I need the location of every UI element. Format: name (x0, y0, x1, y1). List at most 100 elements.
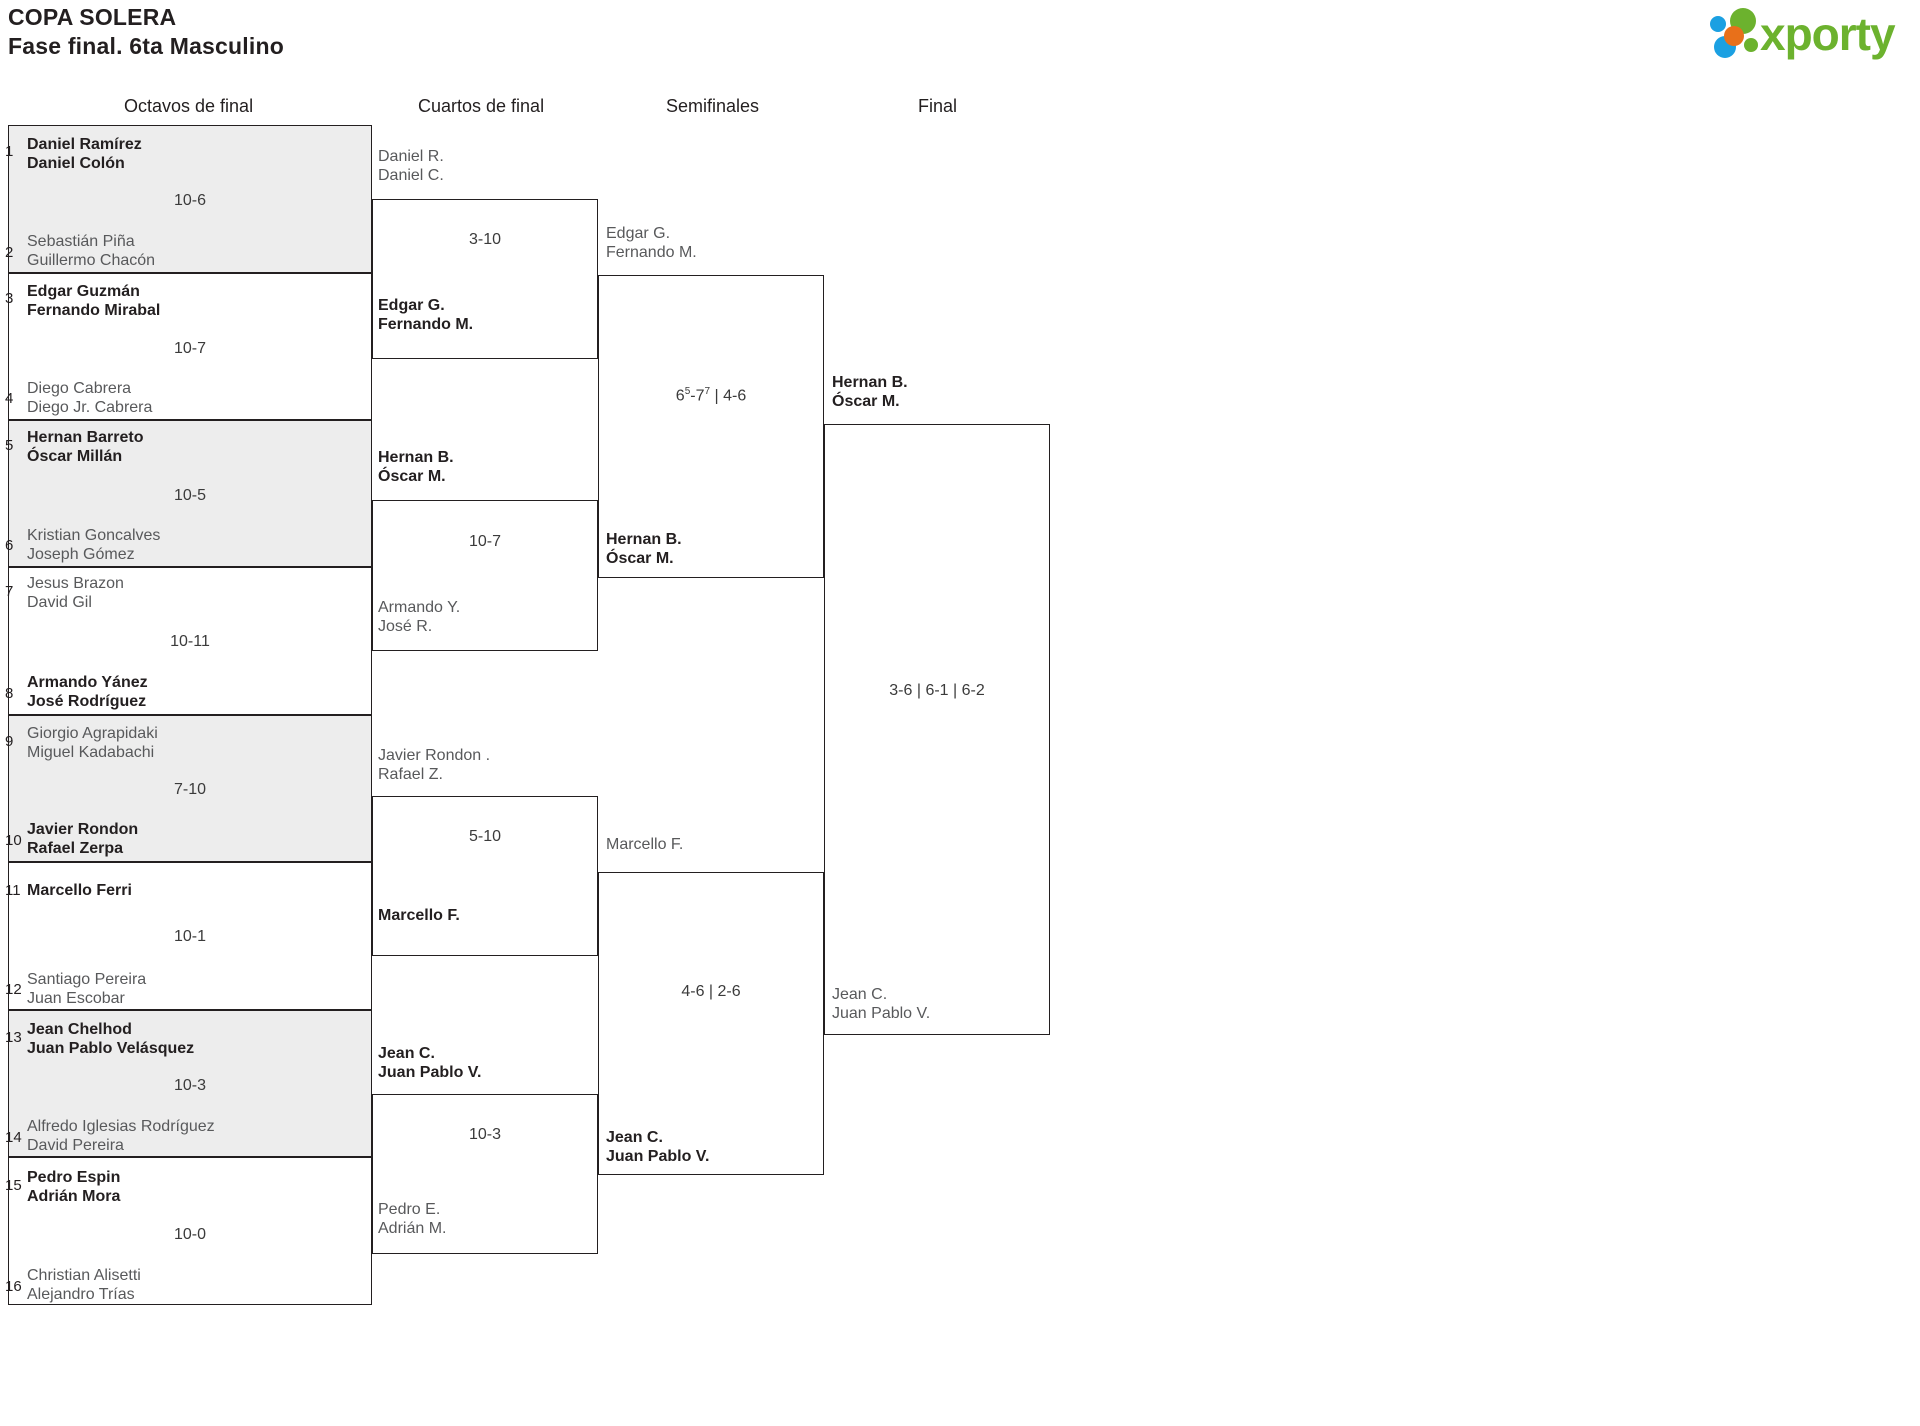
r1-m7-bot-p1: Alfredo Iglesias Rodríguez (27, 1118, 215, 1135)
r1-m2-bot-p2: Diego Jr. Cabrera (27, 399, 153, 416)
round-header-semifinales: Semifinales (666, 96, 760, 116)
r2-m3-bot-p1: Marcello F. (378, 907, 460, 924)
r2-m2-bot-p2: José R. (378, 618, 433, 635)
r1-match-8-box[interactable] (8, 1157, 372, 1305)
r1-seed-4: 4 (5, 390, 14, 407)
logo-wordmark: xporty (1760, 8, 1896, 60)
r3-m1-top-p1: Edgar G. (606, 225, 671, 242)
r1-seed-10: 10 (5, 832, 22, 849)
r1-match-6-box[interactable] (8, 862, 372, 1010)
logo-dot-blue-small (1710, 16, 1726, 32)
r1-match-4-box[interactable] (8, 567, 372, 715)
r2-m2-top-p2: Óscar M. (378, 468, 446, 485)
round-header-final: Final (918, 96, 958, 116)
r3-m1-score-tb2: 7 (704, 386, 711, 397)
round-header-octavos: Octavos de final (124, 96, 254, 116)
r1-m5-top-p2: Miguel Kadabachi (27, 744, 155, 761)
r1-m8-bot-p1: Christian Alisetti (27, 1267, 141, 1284)
round-header-cuartos: Cuartos de final (418, 96, 545, 116)
r1-m2-top-p2: Fernando Mirabal (27, 302, 161, 319)
tournament-title: COPA SOLERA (8, 4, 177, 30)
r3-m1-bot-p1: Hernan B. (606, 531, 682, 548)
r1-m1-top-p1: Daniel Ramírez (27, 136, 142, 153)
r1-m6-bot-p2: Juan Escobar (27, 990, 125, 1007)
r1-seed-16: 16 (5, 1278, 22, 1295)
r1-m8-score: 10-0 (173, 1226, 207, 1243)
r2-m4-bot-p1: Pedro E. (378, 1201, 441, 1218)
r2-m3-top-p1: Javier Rondon . (378, 747, 491, 764)
r1-seed-7: 7 (5, 583, 14, 600)
r1-match-1-box[interactable] (8, 125, 372, 273)
r1-m7-top-p1: Jean Chelhod (27, 1021, 132, 1038)
r2-match-3-box[interactable] (372, 796, 598, 956)
r2-m1-bot-p2: Fernando M. (378, 316, 474, 333)
logo-dot-green-small (1744, 38, 1758, 52)
r1-m6-top-p1: Marcello Ferri (27, 882, 132, 899)
r1-seed-12: 12 (5, 981, 22, 998)
r3-match-1-box[interactable] (598, 275, 824, 578)
r4-bot-p1: Jean C. (832, 986, 888, 1003)
r3-m1-score: 65-77 | 4-6 (598, 386, 824, 405)
r3-m1-score-tb1: 5 (684, 386, 691, 397)
r4-final-box[interactable] (824, 424, 1050, 1035)
r3-m2-top-p1: Marcello F. (606, 836, 684, 853)
r2-m2-bot-p1: Armando Y. (378, 599, 461, 616)
r2-m1-bot-p1: Edgar G. (378, 297, 445, 314)
r1-seed-11: 11 (5, 882, 21, 899)
r1-seed-6: 6 (5, 537, 14, 554)
r2-match-2-box[interactable] (372, 500, 598, 651)
r2-m4-bot-p2: Adrián M. (378, 1220, 447, 1237)
r2-m4-score: 10-3 (468, 1126, 502, 1143)
r3-m1-score-set2: | 4-6 (710, 387, 747, 405)
r1-m4-top-p1: Jesus Brazon (27, 575, 124, 592)
r1-match-2-box[interactable] (8, 273, 372, 420)
r1-seed-5: 5 (5, 437, 14, 454)
r1-m5-score: 7-10 (173, 781, 207, 798)
xporty-logo: xporty (1702, 6, 1914, 62)
r2-m1-top-p1: Daniel R. (378, 148, 444, 165)
r1-seed-14: 14 (5, 1129, 22, 1146)
r1-m4-score: 10-11 (170, 633, 210, 650)
r4-top-p2: Óscar M. (832, 393, 900, 410)
r1-m1-score: 10-6 (173, 192, 207, 209)
r1-m5-bot-p1: Javier Rondon (27, 821, 139, 838)
r1-m3-top-p2: Óscar Millán (27, 448, 123, 465)
r1-m5-top-p1: Giorgio Agrapidaki (27, 725, 158, 742)
r1-m1-bot-p1: Sebastián Piña (27, 233, 135, 250)
r1-m4-bot-p1: Armando Yánez (27, 674, 148, 691)
r2-match-1-box[interactable] (372, 199, 598, 359)
r1-m7-top-p2: Juan Pablo Velásquez (27, 1040, 195, 1057)
r1-seed-8: 8 (5, 685, 14, 702)
r1-m8-top-p1: Pedro Espin (27, 1169, 121, 1186)
r1-match-5-box[interactable] (8, 715, 372, 862)
r1-m3-bot-p1: Kristian Goncalves (27, 527, 161, 544)
r1-seed-1: 1 (5, 143, 14, 160)
r4-bot-p2: Juan Pablo V. (832, 1005, 931, 1022)
r2-match-4-box[interactable] (372, 1094, 598, 1254)
r1-m6-bot-p1: Santiago Pereira (27, 971, 147, 988)
r3-m1-bot-p2: Óscar M. (606, 550, 674, 567)
r1-match-3-box[interactable] (8, 420, 372, 567)
r3-match-2-box[interactable] (598, 872, 824, 1175)
r2-m2-top-p1: Hernan B. (378, 449, 454, 466)
r1-m3-score: 10-5 (173, 487, 207, 504)
r3-m2-score: 4-6 | 2-6 (681, 983, 741, 1000)
r1-m7-bot-p2: David Pereira (27, 1137, 124, 1154)
r1-m4-bot-p2: José Rodríguez (27, 693, 147, 710)
r1-m2-bot-p1: Diego Cabrera (27, 380, 132, 397)
r1-m3-bot-p2: Joseph Gómez (27, 546, 135, 563)
r1-match-7-box[interactable] (8, 1010, 372, 1157)
r3-m1-score-set1-a: 6 (675, 387, 685, 405)
r1-m2-top-p1: Edgar Guzmán (27, 283, 140, 300)
r1-seed-3: 3 (5, 290, 14, 307)
r2-m2-score: 10-7 (468, 533, 502, 550)
r3-m2-bot-p2: Juan Pablo V. (606, 1148, 710, 1165)
r2-m1-score: 3-10 (468, 231, 502, 248)
r1-m8-top-p2: Adrián Mora (27, 1188, 121, 1205)
r2-m3-score: 5-10 (468, 828, 502, 845)
phase-subtitle: Fase final. 6ta Masculino (8, 33, 284, 59)
r1-m2-score: 10-7 (173, 340, 207, 357)
r1-m1-top-p2: Daniel Colón (27, 155, 125, 172)
r1-seed-2: 2 (5, 244, 14, 261)
r1-seed-13: 13 (5, 1029, 22, 1046)
